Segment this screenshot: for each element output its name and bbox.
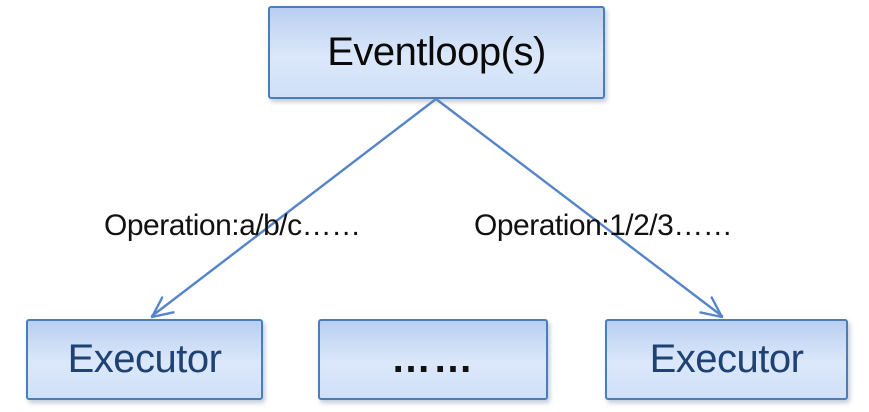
left-edge-label: Operation:a/b/c……	[104, 209, 361, 242]
right-arrow	[434, 97, 724, 319]
left-arrow	[150, 97, 438, 319]
executor-node-right-label: Executor	[649, 337, 804, 381]
executor-node-left: Executor	[26, 319, 263, 400]
right-arrow-line	[434, 97, 724, 318]
left-arrow-line	[150, 97, 438, 318]
executor-node-right: Executor	[605, 319, 848, 400]
eventloop-node-label: Eventloop(s)	[327, 30, 546, 74]
ellipsis-node-label: ……	[391, 337, 475, 381]
right-edge-label: Operation:1/2/3……	[474, 209, 733, 242]
left-arrowhead-icon	[150, 296, 175, 319]
ellipsis-node: ……	[318, 319, 548, 400]
executor-node-left-label: Executor	[67, 337, 222, 381]
right-arrowhead-icon	[699, 296, 724, 319]
eventloop-node: Eventloop(s)	[268, 6, 605, 99]
